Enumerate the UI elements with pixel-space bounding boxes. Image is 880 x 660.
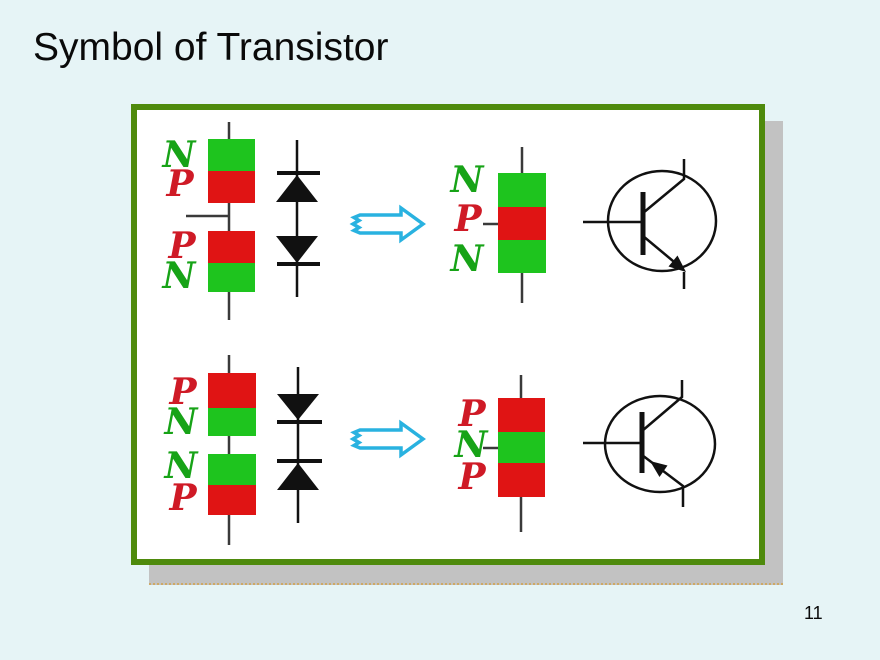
npn-merged-label-0: N (450, 159, 486, 201)
p-region-block (498, 207, 546, 240)
p-region-block (208, 373, 256, 408)
pnp-merged-label-0: P (457, 393, 486, 435)
npn-split-label-3: N (162, 255, 198, 297)
npn-merged-stack: N P N (450, 147, 546, 303)
collector-lead (641, 380, 684, 432)
emitter-arrowhead-out (668, 255, 686, 272)
n-region-block (208, 408, 256, 436)
pnp-split-label-1: N (164, 401, 200, 443)
npn-row: N P P N N P (162, 122, 718, 320)
p-region-block (498, 398, 545, 432)
pnp-transistor-symbol-icon (583, 380, 717, 507)
pnp-merged-stack: P N P (454, 375, 545, 532)
pnp-split-label-0: P (168, 371, 197, 413)
n-region-block (498, 432, 545, 463)
pnp-merged-label-1: N (454, 424, 490, 466)
npn-split-label-1: P (165, 163, 194, 205)
right-arrow-icon (351, 206, 425, 242)
page-title: Symbol of Transistor (33, 26, 389, 69)
collector-lead (642, 159, 686, 214)
p-region-block (208, 231, 255, 263)
pnp-split-stack: P N N P (164, 355, 256, 545)
npn-diode-pair (276, 140, 320, 297)
diode-down-triangle (277, 394, 319, 420)
p-region-block (208, 171, 255, 203)
n-region-block (498, 173, 546, 207)
p-region-block (498, 463, 545, 497)
n-region-block (208, 263, 255, 292)
pnp-split-label-3: P (168, 477, 197, 519)
diode-up-triangle (276, 175, 318, 202)
wire (483, 375, 523, 532)
n-region-block (208, 139, 255, 171)
pnp-merged-label-2: P (457, 456, 486, 498)
p-region-block (208, 485, 256, 515)
wire (483, 147, 524, 303)
npn-split-label-2: P (167, 225, 196, 267)
wire (186, 122, 231, 320)
n-region-block (498, 240, 546, 273)
emitter-arrowhead-in (650, 461, 668, 477)
npn-split-stack: N P P N (162, 122, 255, 320)
pnp-row: P N N P P N (164, 355, 717, 545)
diode-down-triangle (276, 236, 318, 263)
page-number: 11 (804, 603, 823, 623)
npn-transistor-symbol-icon (583, 159, 718, 289)
pnp-diode-pair (277, 367, 322, 523)
emitter-lead (641, 454, 685, 507)
pnp-split-label-2: N (164, 445, 200, 487)
diode-up-triangle (277, 463, 319, 490)
n-region-block (208, 454, 256, 485)
npn-merged-label-2: N (450, 238, 486, 280)
npn-split-label-0: N (162, 134, 198, 176)
right-arrow-icon (351, 421, 425, 457)
npn-merged-label-1: P (453, 198, 482, 240)
